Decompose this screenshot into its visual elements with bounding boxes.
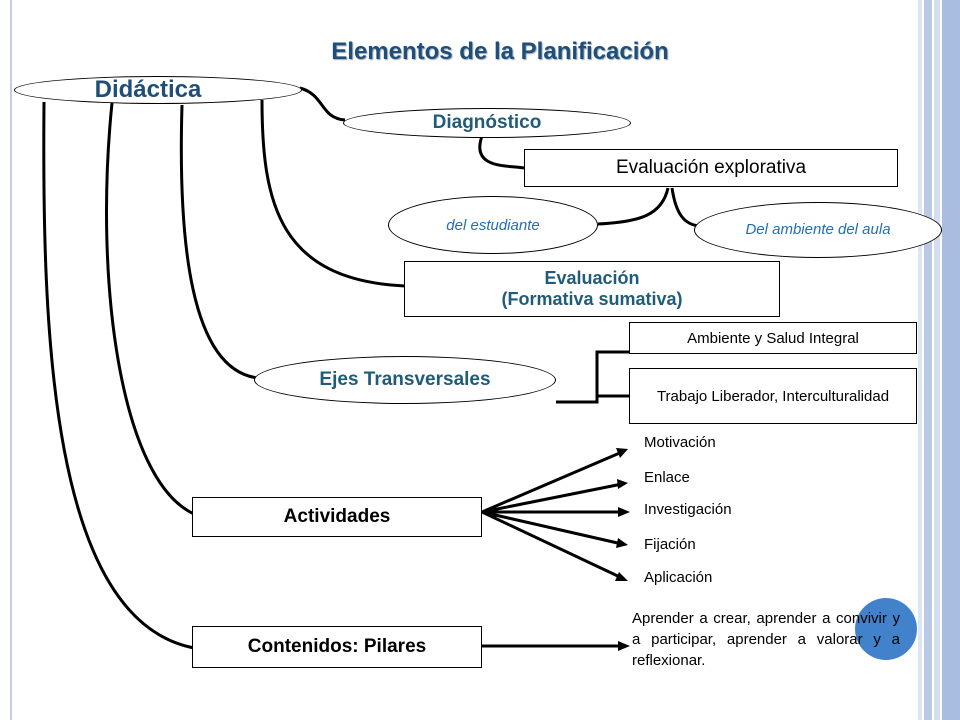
slide-right-border (934, 0, 940, 720)
evaluacion-line1: Evaluación (544, 268, 640, 288)
actividad-investigacion: Investigación (644, 501, 732, 518)
slide-right-border (942, 0, 960, 720)
ejes-item-trabajo: Trabajo Liberador, Interculturalidad (629, 368, 917, 424)
connector-actividades (105, 102, 195, 516)
ejes-item-ambiente: Ambiente y Salud Integral (629, 322, 917, 354)
node-del-ambiente: Del ambiente del aula (694, 202, 942, 258)
arrowhead-pilares (618, 641, 630, 651)
connector-evaluacion (260, 99, 406, 288)
connector-ejes (179, 104, 259, 380)
connector-ejes-bracket (556, 350, 629, 404)
slide-right-border (918, 0, 922, 720)
actividad-enlace: Enlace (644, 469, 690, 486)
evaluacion-line2: (Formativa sumativa) (501, 289, 683, 309)
slide-right-border (924, 0, 932, 720)
node-ejes-transversales: Ejes Transversales (254, 356, 556, 404)
connector-actividades-fan (481, 450, 623, 580)
node-evaluacion: Evaluación (Formativa sumativa) (404, 261, 780, 317)
node-evaluacion-explorativa: Evaluación explorativa (524, 149, 898, 187)
connector-explorativa (478, 135, 525, 170)
pilares-text: Aprender a crear, aprender a convivir y … (632, 610, 900, 669)
connector-ambiente (670, 187, 701, 228)
connector-contenidos (42, 101, 195, 650)
node-actividades: Actividades (192, 497, 482, 537)
actividad-aplicacion: Aplicación (644, 569, 713, 586)
arrowhead-fijacion (616, 538, 628, 548)
slide-left-border (10, 0, 12, 720)
node-del-estudiante: del estudiante (388, 196, 598, 254)
node-contenidos-pilares: Contenidos: Pilares (192, 626, 482, 668)
diagram-title: Elementos de la Planificación (331, 38, 669, 65)
node-diagnostico: Diagnóstico (343, 108, 631, 138)
connector-estudiante (597, 187, 670, 226)
accent-circle (855, 598, 917, 660)
connector-diagnostico (299, 86, 346, 122)
root-node-label: Didáctica (94, 76, 202, 103)
arrowhead-investigacion (618, 507, 630, 517)
actividad-motivacion: Motivación (644, 434, 716, 451)
root-node-didactica: Didáctica (14, 76, 302, 104)
arrowhead-motivacion (616, 448, 628, 458)
actividad-fijacion: Fijación (644, 536, 696, 553)
arrowhead-aplicacion (615, 572, 628, 581)
arrowhead-enlace (617, 479, 628, 489)
